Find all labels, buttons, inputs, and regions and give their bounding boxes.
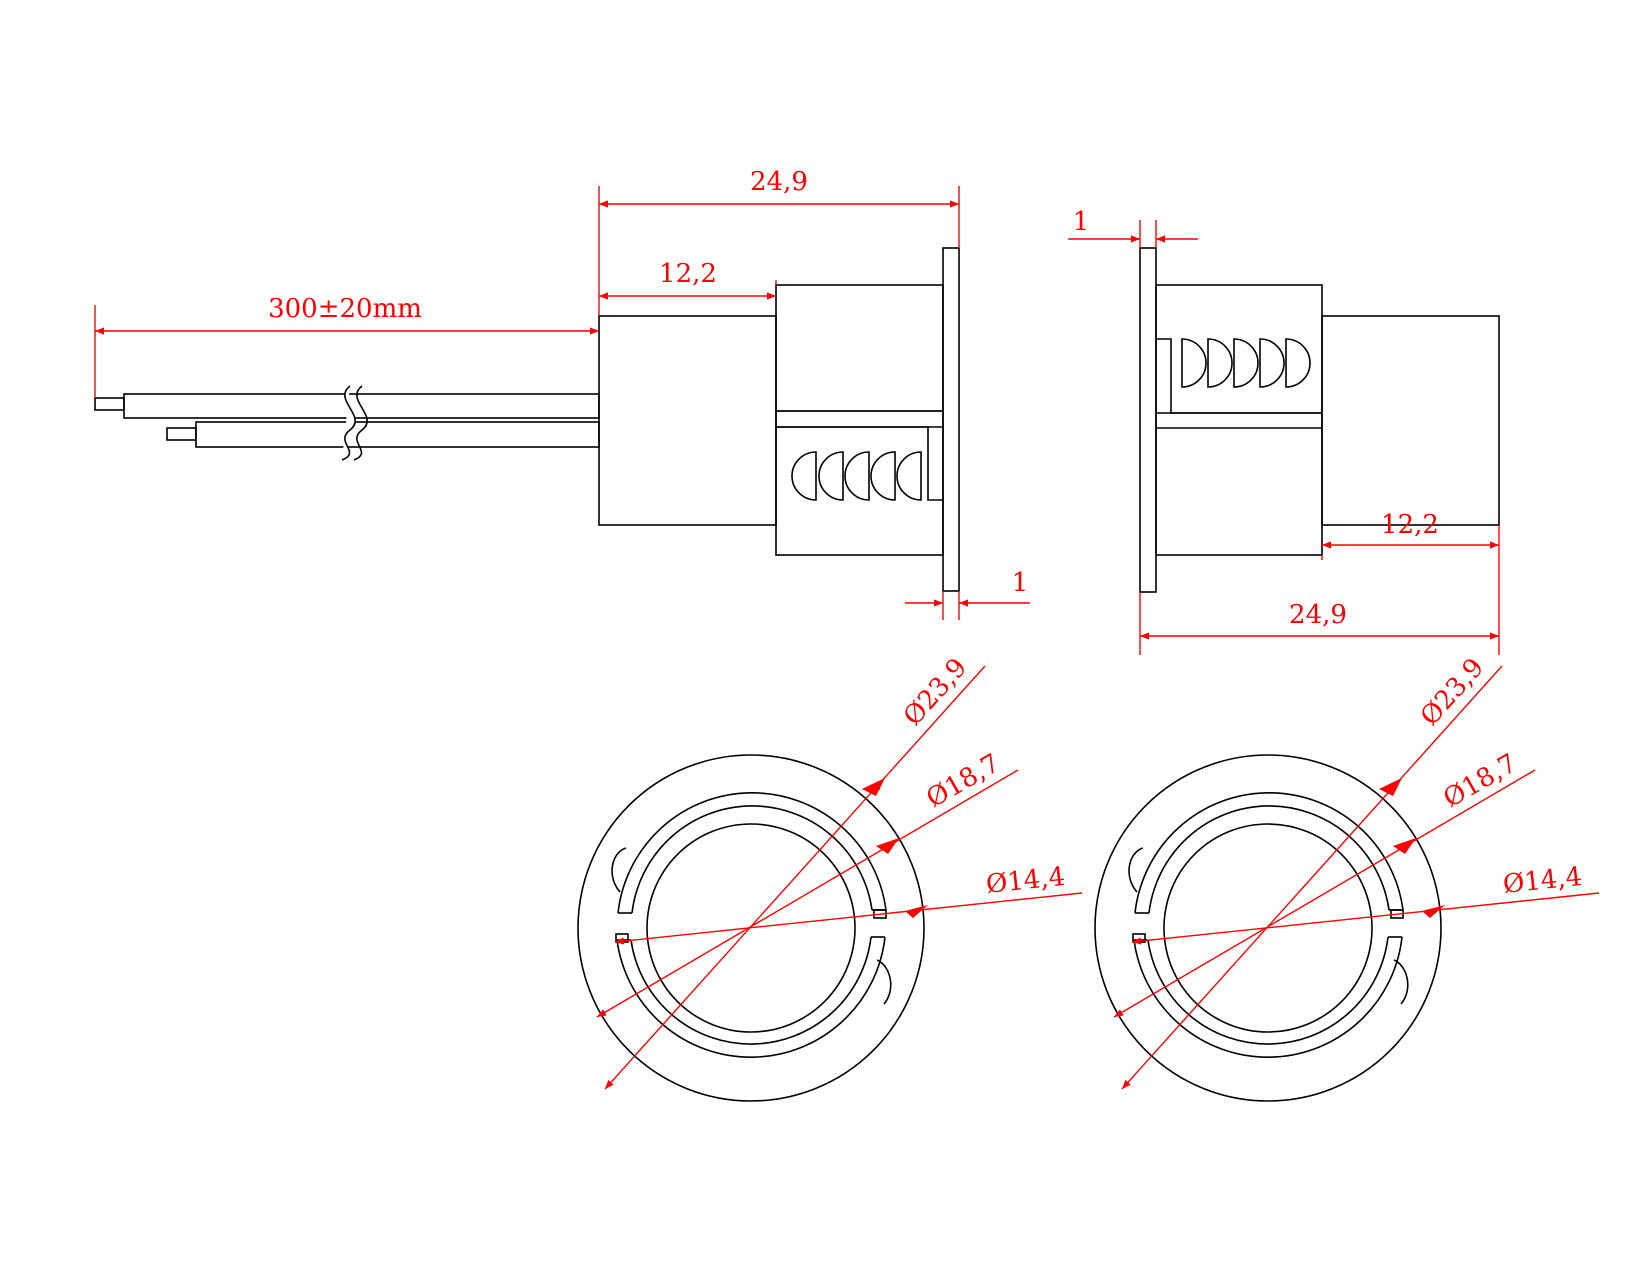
wire-leads [94, 385, 600, 461]
dim-diameter-mid-left: Ø18,7 [922, 748, 1006, 814]
dim-overall-length-left: 24,9 [750, 167, 808, 197]
rear-housing [598, 315, 777, 526]
dim-overall-length-right: 24,9 [1289, 600, 1347, 630]
dim-cable-length: 300±20mm [268, 294, 422, 324]
dim-flange-thickness-right: 1 [1073, 207, 1090, 237]
dim-flange-thickness-left: 1 [1012, 568, 1029, 598]
dim-body-length-left: 12,2 [659, 259, 717, 289]
flange [1139, 247, 1157, 593]
dimensions-right: 1 12,2 24,9 [1068, 207, 1500, 655]
side-view-switch [94, 247, 960, 592]
dim-diameter-inner-right: Ø14,4 [1502, 862, 1584, 900]
dim-body-length-right: 12,2 [1381, 510, 1439, 540]
front-body [1155, 284, 1323, 556]
dim-diameter-mid-right: Ø18,7 [1439, 748, 1523, 814]
side-view-magnet [1139, 247, 1500, 593]
reed-contacts [791, 451, 922, 501]
rear-housing [1321, 315, 1500, 526]
front-body [775, 284, 944, 556]
dimensions-left: 24,9 12,2 300±20mm 1 [94, 167, 1030, 620]
dim-diameter-inner-left: Ø14,4 [985, 862, 1067, 900]
front-view-left [577, 754, 925, 1102]
flange [942, 247, 960, 592]
reed-contacts [1181, 338, 1311, 388]
